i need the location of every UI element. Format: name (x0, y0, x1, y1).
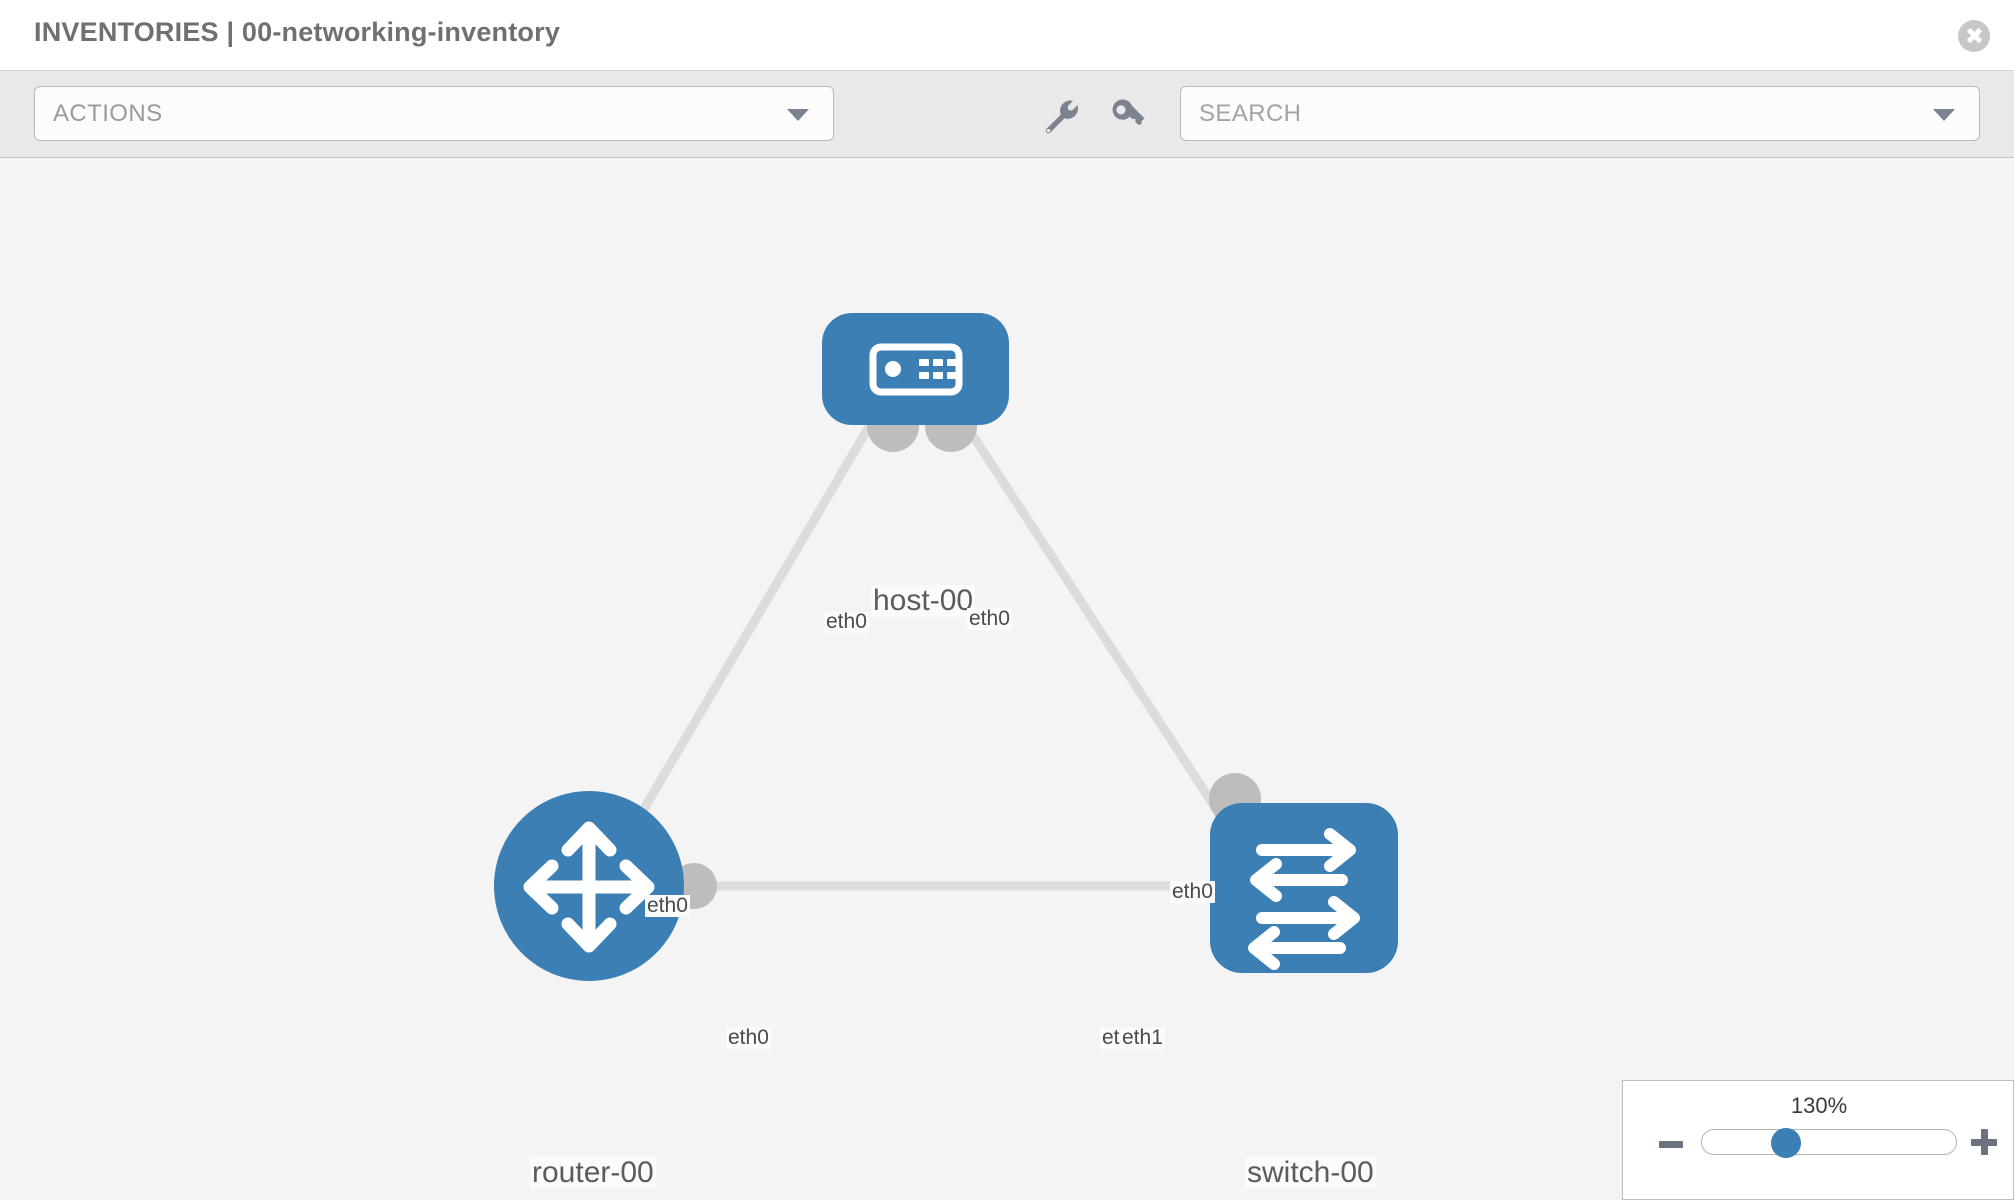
zoom-slider-track[interactable] (1701, 1129, 1957, 1155)
node-router-00[interactable] (494, 791, 684, 981)
page-title: INVENTORIES | 00-networking-inventory (34, 17, 561, 47)
node-host-00[interactable] (822, 313, 1009, 425)
page-header: INVENTORIES | 00-networking-inventory (0, 0, 2014, 70)
zoom-control-panel: 130% (1622, 1080, 2014, 1200)
search-input[interactable] (1181, 87, 1921, 140)
node-label-router-00: router-00 (530, 1156, 656, 1189)
iface-label-router-right: eth0 (726, 1026, 771, 1050)
server-icon-details (885, 359, 957, 379)
close-icon[interactable] (1958, 20, 1990, 52)
topology-canvas[interactable]: host-00 router-00 switch-00 eth0 eth0 et… (0, 158, 2014, 1200)
topology-graph (494, 313, 1398, 981)
plus-icon-vertical (1981, 1129, 1988, 1155)
topology-links (608, 405, 1252, 891)
zoom-level-value: 130% (1790, 1093, 1848, 1118)
server-icon (869, 343, 963, 396)
topology-connectors (671, 400, 1261, 909)
search-field[interactable] (1180, 86, 1980, 141)
iface-label-switch-left-b: eth1 (1120, 1026, 1165, 1050)
actions-dropdown[interactable]: ACTIONS (34, 86, 834, 141)
chevron-down-icon (787, 109, 809, 121)
iface-label-router-up: eth0 (645, 894, 690, 918)
toolbar: ACTIONS (0, 70, 2014, 158)
node-label-host-00: host-00 (871, 584, 976, 617)
iface-label-host-left: eth0 (824, 610, 869, 634)
switch-arrows-icon (1248, 828, 1360, 970)
iface-label-host-right: eth0 (967, 607, 1012, 631)
node-switch-00[interactable] (1210, 803, 1398, 973)
zoom-out-button[interactable] (1659, 1141, 1683, 1148)
link-host-switch[interactable] (951, 405, 1252, 861)
wrench-icon[interactable] (1040, 95, 1080, 135)
zoom-in-button[interactable] (1971, 1129, 1997, 1155)
key-icon[interactable] (1108, 95, 1148, 135)
iface-label-switch-up: eth0 (1170, 880, 1215, 904)
router-arrows-icon (523, 821, 655, 953)
actions-dropdown-label: ACTIONS (53, 100, 163, 127)
node-label-switch-00: switch-00 (1245, 1156, 1376, 1189)
link-host-router[interactable] (608, 405, 884, 866)
zoom-slider-handle[interactable] (1771, 1128, 1801, 1158)
chevron-down-icon[interactable] (1933, 109, 1955, 121)
